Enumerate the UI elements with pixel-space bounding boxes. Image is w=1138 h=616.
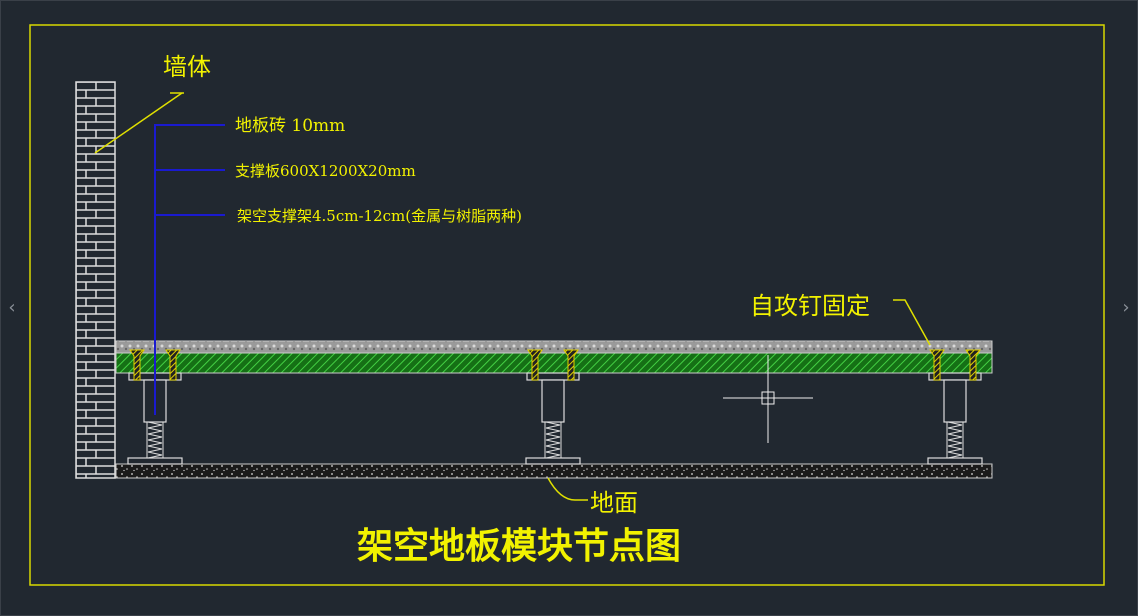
label-bracket: 架空支撑架4.5cm-12cm(金属与树脂两种) xyxy=(237,207,522,225)
drawing-frame xyxy=(29,24,1105,586)
crosshair-cursor xyxy=(723,355,813,443)
label-screw: 自攻钉固定 xyxy=(750,292,870,320)
label-board: 支撑板600X1200X20mm xyxy=(235,162,416,180)
support-board xyxy=(115,352,993,374)
prev-arrow-icon[interactable]: ‹ xyxy=(8,297,16,318)
label-ground: 地面 xyxy=(590,489,638,517)
wall xyxy=(75,81,116,479)
label-tile: 地板砖 10mm xyxy=(235,116,345,136)
ground-slab xyxy=(115,463,993,479)
support-bracket xyxy=(927,349,983,465)
label-wall: 墙体 xyxy=(163,53,211,81)
drawing-title: 架空地板模块节点图 xyxy=(357,525,681,567)
next-arrow-icon[interactable]: › xyxy=(1122,297,1130,318)
leader-lines xyxy=(94,92,931,501)
floor-tile-layer xyxy=(115,340,993,354)
support-bracket xyxy=(525,349,581,465)
